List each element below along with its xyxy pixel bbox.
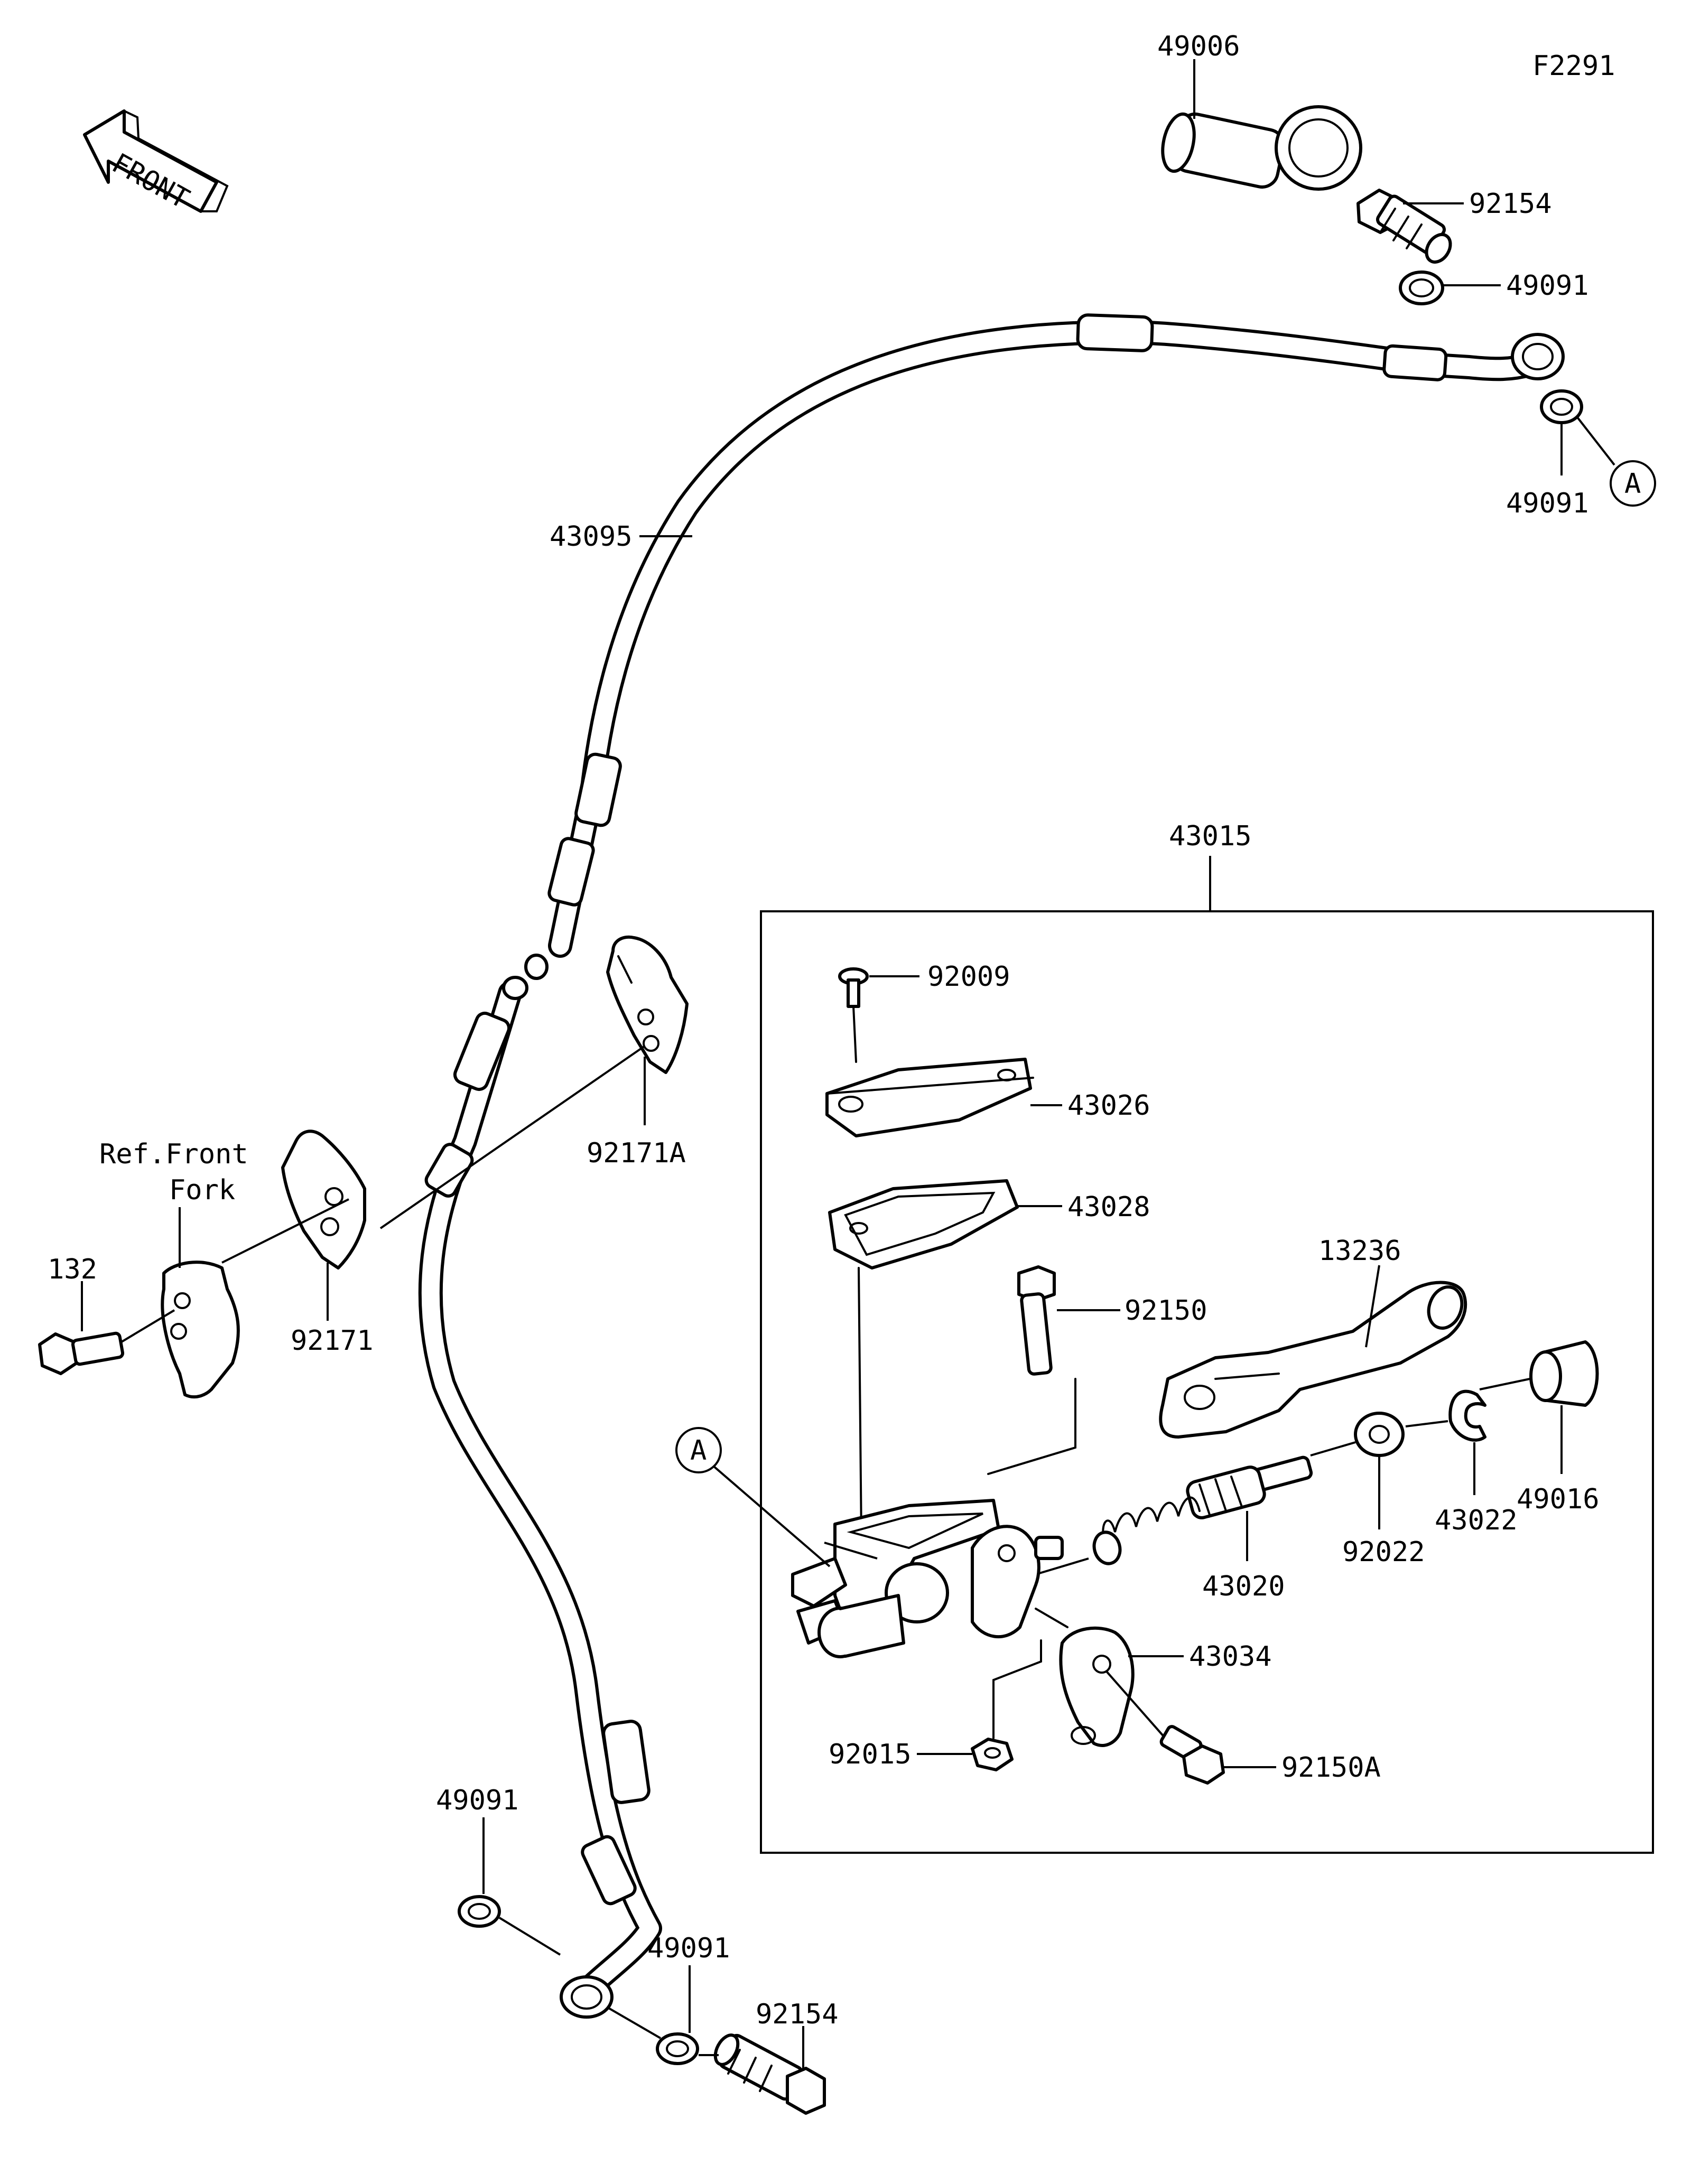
part-43095-brake-hose-lower [418,976,662,2019]
label-92154-top: 92154 [1469,188,1552,220]
label-92009: 92009 [927,961,1010,993]
label-92171A: 92171A [587,1137,686,1169]
callout-a-lower [675,1427,722,1473]
label-92022: 92022 [1342,1536,1425,1568]
part-43028-diaphragm [828,1179,1019,1270]
ref-note-line-1: Ref.Front [99,1138,248,1170]
label-49091-top-1: 49091 [1506,270,1589,302]
part-92171-hose-bracket [281,1130,366,1270]
label-43020: 43020 [1202,1571,1285,1602]
part-92015-nut [971,1738,1014,1771]
label-43034: 43034 [1189,1641,1272,1673]
part-43015-master-cylinder-body [791,1499,1064,1658]
assembly-43015-frame [760,910,1654,1854]
callout-a-top [1610,460,1656,507]
label-13236: 13236 [1318,1235,1401,1267]
callout-a-top-letter: A [1624,468,1641,500]
callout-a-lower-letter: A [690,1435,707,1467]
label-43015: 43015 [1169,820,1252,852]
label-49006: 49006 [1157,31,1240,62]
part-43020-piston-kit [1092,1455,1313,1565]
part-13236-brake-lever [1159,1281,1467,1439]
part-43026-reservoir-cap [825,1058,1034,1137]
label-49016: 49016 [1517,1483,1600,1515]
part-43022-circlip [1448,1389,1486,1442]
label-43026: 43026 [1067,1090,1150,1122]
part-92009-screw [838,967,869,1008]
front-arrow-icon: FRONT [83,109,229,215]
part-92154-banjo-bolt-top [1356,189,1452,264]
part-92022-washer [1354,1412,1405,1457]
part-92150-pivot-bolt [1017,1265,1056,1376]
part-49091-washer-bottom-2 [656,2032,699,2065]
ref-front-fork-mount [161,1261,240,1399]
part-92171A-hose-bracket [606,935,689,1074]
part-132-bolt [38,1331,125,1375]
part-49006-hose-cap [1161,105,1362,191]
label-92171: 92171 [291,1325,374,1357]
diagram-id: F2291 [1532,50,1615,82]
ref-note-line-2: Fork [169,1174,235,1206]
part-43095-brake-hose [524,313,1565,980]
part-92154-banjo-bolt-bottom [713,2033,826,2115]
part-49016-boot [1529,1340,1599,1407]
label-132: 132 [48,1254,97,1285]
label-49091-top-2: 49091 [1506,488,1589,519]
label-43095: 43095 [550,521,633,553]
part-49091-washer-bottom-1 [458,1895,501,1928]
label-92015: 92015 [829,1739,912,1770]
part-92150A-clamp-bolt [1159,1725,1225,1785]
label-43028: 43028 [1067,1191,1150,1223]
part-49091-washer-top-2 [1540,389,1583,424]
label-49091-bottom-1: 49091 [436,1785,519,1816]
label-92150A: 92150A [1281,1752,1381,1784]
label-92154-bottom: 92154 [756,1999,839,2030]
label-92150: 92150 [1125,1295,1207,1327]
part-43034-clamp [1059,1626,1135,1747]
part-49091-washer-top-1 [1399,270,1444,305]
label-49091-bottom-2: 49091 [647,1933,730,1964]
label-43022: 43022 [1435,1505,1518,1536]
